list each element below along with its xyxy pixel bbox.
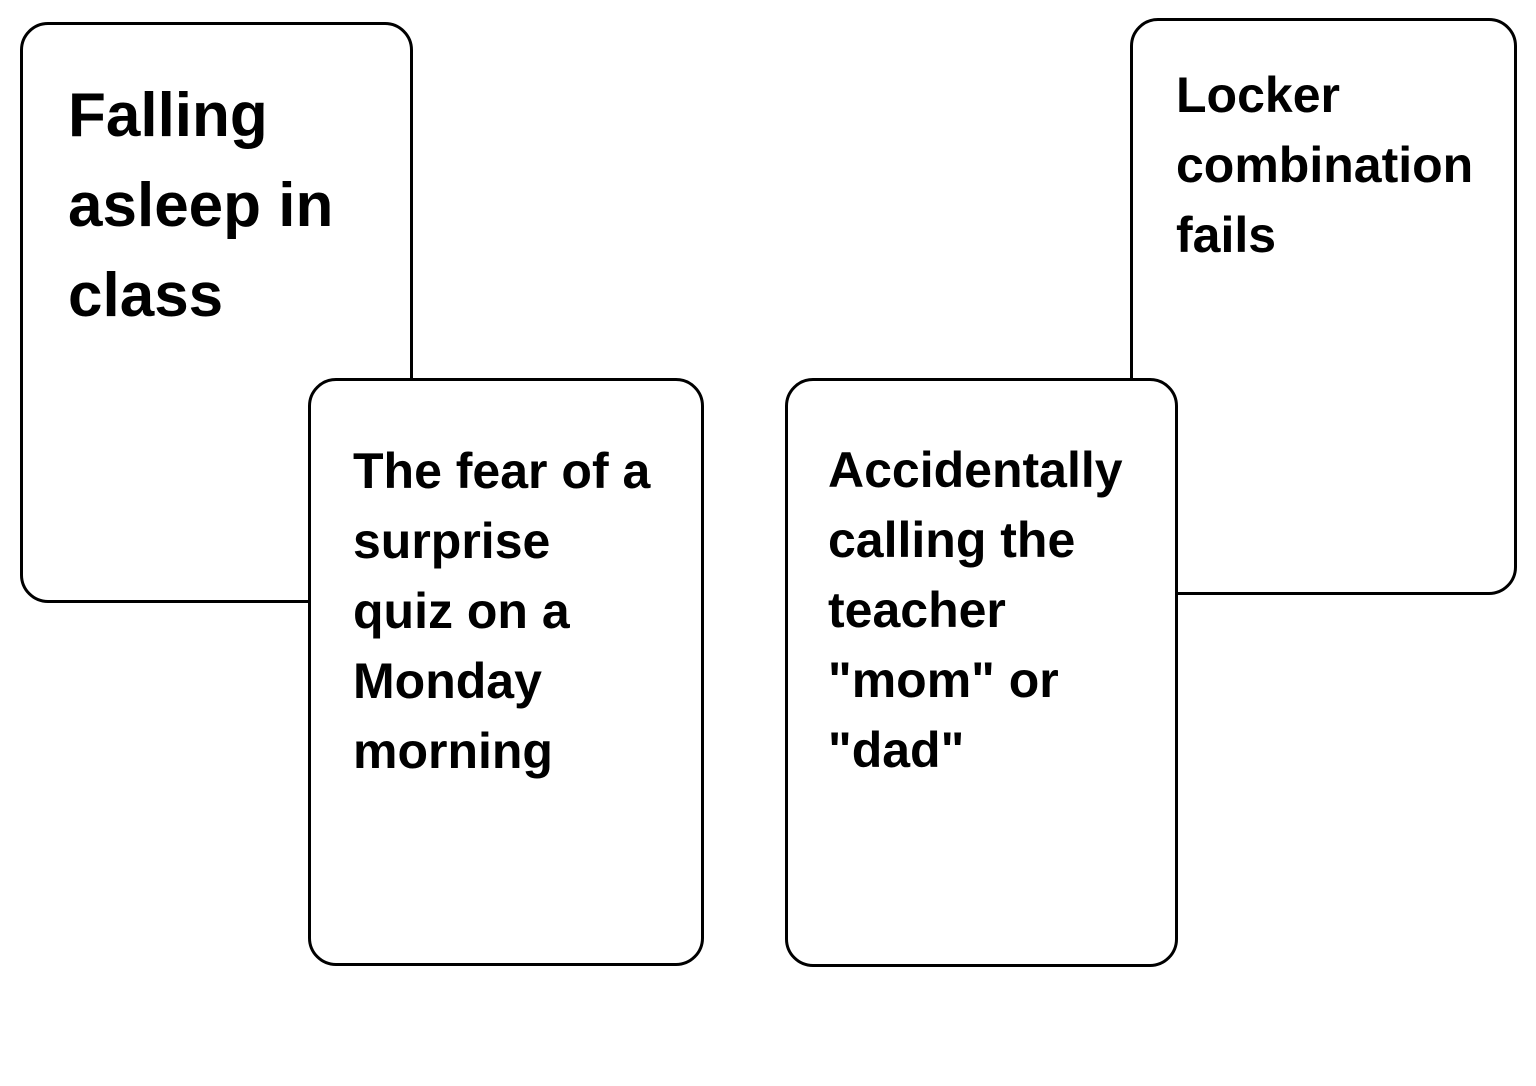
card-surprise-quiz-monday[interactable]: The fear of a surprise quiz on a Monday …	[308, 378, 704, 966]
card-falling-asleep-in-class[interactable]: Falling asleep in class	[20, 22, 413, 603]
card-locker-combination-fails[interactable]: Locker combination fails	[1130, 18, 1517, 595]
card-calling-teacher-mom-dad[interactable]: Accidentally calling the teacher "mom" o…	[785, 378, 1178, 967]
card-label: Locker combination fails	[1176, 67, 1474, 263]
card-label: The fear of a surprise quiz on a Monday …	[353, 443, 651, 779]
card-label: Accidentally calling the teacher "mom" o…	[828, 442, 1123, 778]
card-label: Falling asleep in class	[68, 81, 334, 330]
